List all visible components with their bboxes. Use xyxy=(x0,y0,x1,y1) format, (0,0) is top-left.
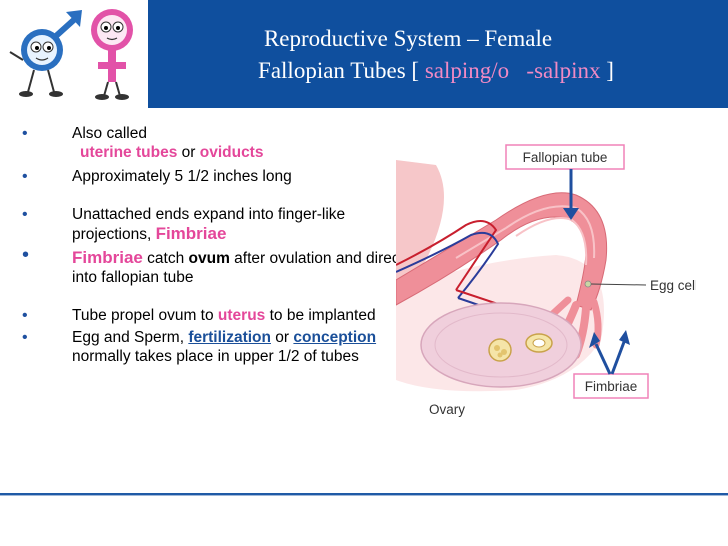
label-ovary: Ovary xyxy=(429,402,465,417)
prefix-salpingo: salping/o xyxy=(424,58,510,83)
subtitle-gap xyxy=(509,58,526,83)
bullet-dot-icon: • xyxy=(22,329,28,346)
fimbriae-arrow-right xyxy=(610,341,626,375)
bullet-fimbriae-catch: • Fimbriae catch ovum after ovulation an… xyxy=(18,244,408,287)
follicle-shape xyxy=(488,333,553,362)
bullet-dot-icon: • xyxy=(22,244,30,266)
bullet-text: Also called xyxy=(72,125,147,142)
arrowhead-icon xyxy=(619,330,630,345)
egg-cell-shape xyxy=(584,280,592,288)
bullet-text: Approximately 5 1/2 inches long xyxy=(72,168,292,185)
egg-cell-leader xyxy=(590,283,647,286)
term-oviducts: oviducts xyxy=(199,144,264,161)
bullet-list: • Also called uterine tubes or oviducts … xyxy=(18,124,408,366)
fallopian-tube-diagram: Fallopian tube Egg cell Fimbriae Ovary xyxy=(395,140,698,435)
subtitle-prefix: Fallopian Tubes [ xyxy=(258,58,425,83)
arrowhead-icon xyxy=(589,332,600,348)
bullet-text: Unattached ends expand into finger-like … xyxy=(72,206,346,243)
fertilization-link[interactable]: fertilization xyxy=(188,329,271,346)
term-fimbriae: Fimbriae xyxy=(72,248,143,267)
footer-divider xyxy=(0,493,728,495)
bullet-dot-icon: • xyxy=(22,206,28,223)
bullet-text: after ovulation and direct into fallopia… xyxy=(72,250,404,286)
bullet-text: normally takes place in upper 1/2 of tub… xyxy=(72,348,359,365)
term-uterus: uterus xyxy=(217,307,266,324)
gender-symbols-logo xyxy=(0,0,148,108)
fimbriae-arrow-left xyxy=(594,343,612,375)
slide-title: Reproductive System – Female xyxy=(263,26,553,51)
bullet-subline: uterine tubes or oviducts xyxy=(72,143,408,162)
slide-subtitle: Fallopian Tubes [ salping/o -salpinx ] xyxy=(146,58,726,84)
bullet-tube-propel: • Tube propel ovum to uterus to be impla… xyxy=(18,306,408,325)
bullet-dot-icon: • xyxy=(22,168,28,185)
bullet-unattached-ends: • Unattached ends expand into finger-lik… xyxy=(18,205,408,244)
subtitle-suffix: ] xyxy=(600,58,614,83)
label-box xyxy=(505,144,625,170)
label-fimbriae: Fimbriae xyxy=(585,379,638,394)
conception-link[interactable]: conception xyxy=(293,329,377,346)
term-uterine-tubes: uterine tubes xyxy=(80,144,178,161)
footer-divider-shadow xyxy=(0,495,728,496)
term-fimbriae: Fimbriae xyxy=(155,224,227,243)
bullet-text: Egg and Sperm, xyxy=(72,329,189,346)
anatomy-illustration: Fallopian tube Egg cell Fimbriae Ovary xyxy=(395,144,698,417)
title-bar: Reproductive System – Female Fallopian T… xyxy=(148,0,728,108)
arrowhead-icon xyxy=(563,208,579,220)
bullet-also-called: • Also called uterine tubes or oviducts xyxy=(18,124,408,162)
bullet-dot-icon: • xyxy=(22,307,28,324)
label-fallopian-tube: Fallopian tube xyxy=(523,150,608,165)
bullet-fertilization: • Egg and Sperm, fertilization or concep… xyxy=(18,328,408,366)
term-ovum: ovum xyxy=(188,250,230,267)
bullet-length: • Approximately 5 1/2 inches long xyxy=(18,167,408,186)
female-symbol-icon xyxy=(91,9,133,100)
label-box xyxy=(573,373,649,399)
male-female-icon xyxy=(9,9,133,100)
bullet-dot-icon: • xyxy=(22,125,28,142)
bullet-text: catch xyxy=(142,250,189,267)
male-symbol-icon xyxy=(9,10,82,97)
uterus-shape xyxy=(396,160,444,300)
connector-or: or xyxy=(177,144,200,161)
suffix-salpinx: -salpinx xyxy=(526,58,601,83)
bullet-text: to be implanted xyxy=(265,307,376,324)
connector-or: or xyxy=(271,329,294,346)
bullet-text: Tube propel ovum to xyxy=(72,307,218,324)
label-egg-cell: Egg cell xyxy=(650,278,696,293)
tube-shape xyxy=(395,192,608,311)
